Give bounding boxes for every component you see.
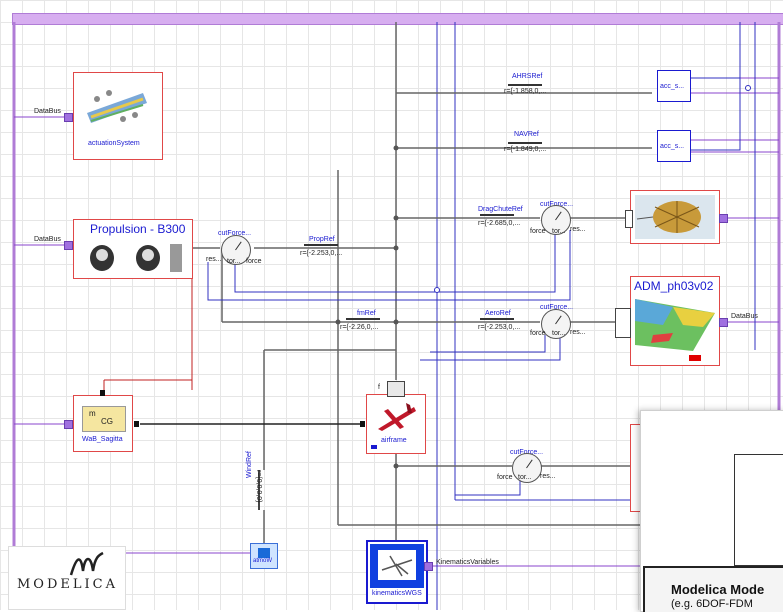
actuation-system-block[interactable]: actuationSystem xyxy=(73,72,163,160)
cutforce-prop-res: res... xyxy=(206,256,222,263)
wab-sagitta-label: WaB_Sagitta xyxy=(82,436,123,443)
airframe-status-marker xyxy=(371,445,377,449)
fm-ref-value: r={-2.26,0,... xyxy=(340,324,378,331)
drag-chute-graphic xyxy=(635,195,715,239)
mass-label: m xyxy=(89,409,96,418)
actuation-databus-port[interactable] xyxy=(64,113,73,122)
acc-sensor-ahrs[interactable]: acc_s... xyxy=(657,70,691,102)
ahrs-ref-value: r={-1.858,0,... xyxy=(504,88,546,95)
airframe-f-label: f xyxy=(378,384,380,391)
propulsion-title: Propulsion - B300 xyxy=(90,222,185,236)
adm-title: ADM_ph03v02 xyxy=(634,279,713,293)
mass-cg-icon: m CG xyxy=(82,406,126,432)
cutforce-prop-tor: tor... xyxy=(227,258,241,265)
modelica-logo-text: MODELICA xyxy=(17,577,118,592)
aero-ref-name: AeroRef xyxy=(485,310,511,317)
propulsion-block[interactable]: Propulsion - B300 xyxy=(73,219,193,279)
windref-value: r={0,0,0,0} xyxy=(255,470,262,503)
nav-ref-value: r={-1.849,0,... xyxy=(504,146,546,153)
cutforce-drag-res: res... xyxy=(570,226,586,233)
kinematics-wgs-label: kinematicsWGS xyxy=(372,590,422,597)
windref-label: WindRef xyxy=(246,451,253,478)
overlay-inner-box xyxy=(734,454,783,566)
aero-ref-value: r={-2.253,0,... xyxy=(478,324,520,331)
aero-surface-graphic xyxy=(633,295,717,355)
dragchute-ref-name: DragChuteRef xyxy=(478,206,523,213)
acc-sensor-nav-label: acc_s... xyxy=(660,143,684,150)
wab-sagitta-block[interactable]: m CG WaB_Sagitta xyxy=(73,395,133,452)
adm-flange[interactable] xyxy=(615,308,631,338)
prop-ref-value: r={-2.253,0,... xyxy=(300,250,342,257)
propulsion-databus-port[interactable] xyxy=(64,241,73,250)
atmo-label: atmoW xyxy=(253,558,272,564)
cutforce-gear-tor: tor... xyxy=(518,474,532,481)
cg-label: CG xyxy=(101,417,113,426)
atmo-icon xyxy=(258,548,270,558)
modelica-logo: MODELICA xyxy=(8,546,126,610)
cutforce-aero-res: res... xyxy=(570,329,586,336)
ahrs-ref-name: AHRSRef xyxy=(512,73,542,80)
cutforce-gear-force: force xyxy=(497,474,513,481)
cutforce-gear-res: res... xyxy=(540,473,556,480)
propulsion-databus-label: DataBus xyxy=(34,236,61,243)
adm-databus-label: DataBus xyxy=(731,313,758,320)
overlay-caption: Modelica Mode (e.g. 6DOF-FDM xyxy=(643,566,783,612)
cutforce-aero-force: force xyxy=(530,330,546,337)
drag-chute-bus-port[interactable] xyxy=(719,214,728,223)
drag-chute-flange[interactable] xyxy=(625,210,633,228)
kinematics-wgs-block[interactable]: kinematicsWGS xyxy=(366,540,428,604)
wab-right-flange[interactable] xyxy=(134,421,139,427)
airframe-block[interactable]: airframe xyxy=(366,394,426,454)
adm-block[interactable]: ADM_ph03v02 xyxy=(630,276,720,366)
kinematics-aircraft-icon xyxy=(378,550,416,580)
cutforce-prop-force: force xyxy=(246,258,262,265)
atmo-block[interactable]: atmoW xyxy=(250,543,278,569)
drag-chute-block[interactable] xyxy=(630,190,720,244)
airplane-icon xyxy=(374,401,418,433)
kinematics-icon-bg xyxy=(370,544,424,588)
adm-databus-port[interactable] xyxy=(719,318,728,327)
cutforce-aero-tor: tor... xyxy=(552,330,566,337)
dragchute-ref-value: r={-2.685,0,... xyxy=(478,220,520,227)
prop-ref-name: PropRef xyxy=(309,236,335,243)
airframe-label: airframe xyxy=(381,437,407,444)
actuation-system-label: actuationSystem xyxy=(88,140,140,147)
actuation-databus-label: DataBus xyxy=(34,108,61,115)
nav-ref-name: NAVRef xyxy=(514,131,539,138)
kinematics-variables-label: KinematicsVariables xyxy=(436,559,499,566)
wab-bus-port[interactable] xyxy=(64,420,73,429)
acc-sensor-ahrs-label: acc_s... xyxy=(660,83,684,90)
cutforce-drag-tor: tor... xyxy=(552,228,566,235)
kinematics-output-port[interactable] xyxy=(424,562,433,571)
propeller-graphic xyxy=(84,240,184,274)
airframe-left-flange[interactable] xyxy=(360,421,365,427)
airframe-frame-connector[interactable] xyxy=(387,381,405,397)
adm-status-marker xyxy=(689,355,701,361)
modelica-m-glyph xyxy=(67,549,107,579)
cutforce-drag-force: force xyxy=(530,228,546,235)
acc-sensor-nav[interactable]: acc_s... xyxy=(657,130,691,162)
wab-top-flange[interactable] xyxy=(100,390,105,396)
overlay-caption-subtitle: (e.g. 6DOF-FDM xyxy=(671,598,753,610)
actuator-graphic xyxy=(83,83,153,129)
overlay-caption-title: Modelica Mode xyxy=(671,582,764,597)
fm-ref-name: fmRef xyxy=(357,310,376,317)
